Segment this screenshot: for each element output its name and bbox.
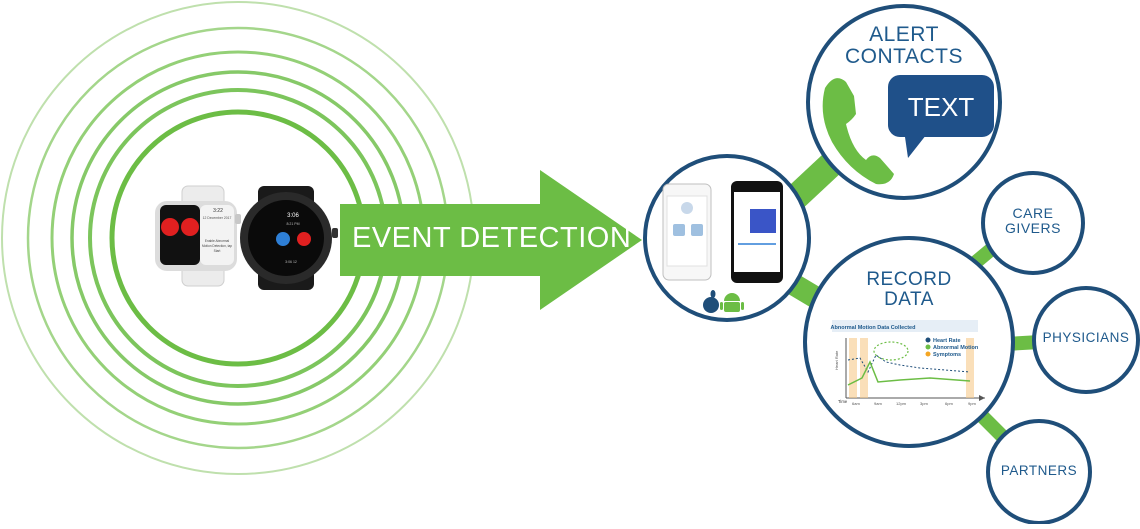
physicians-circle bbox=[1032, 286, 1140, 394]
android-watch-hour: 3:06 bbox=[287, 213, 299, 219]
chart-title-bar bbox=[832, 320, 978, 332]
record-data-title-line1: RECORD bbox=[866, 269, 952, 290]
chart-tick: 12pm bbox=[896, 401, 907, 406]
svg-text: TEXT 3:22 12 December 2017 Enable Abnorm… bbox=[202, 92, 979, 406]
chart-y-label: Heart Rate bbox=[834, 350, 839, 370]
apple-watch bbox=[155, 185, 241, 287]
chart-tick: 6am bbox=[852, 401, 860, 406]
motion-highlight bbox=[873, 341, 909, 361]
event-detection-arrow bbox=[340, 170, 642, 310]
chart-tick: 9am bbox=[874, 401, 882, 406]
care-givers-label: CARE GIVERS bbox=[993, 206, 1073, 235]
text-bubble-label: TEXT bbox=[908, 92, 975, 122]
legend-symptoms: Symptoms bbox=[933, 352, 961, 358]
android-phone bbox=[731, 181, 783, 283]
legend-dot-symptoms bbox=[925, 351, 931, 357]
chart-x-label: Time bbox=[838, 399, 848, 404]
record-data-title: RECORD DATA bbox=[848, 270, 970, 310]
apple-watch-date: 12 December 2017 bbox=[203, 216, 232, 220]
chart-tick: 6pm bbox=[945, 401, 953, 406]
phone-icon bbox=[822, 78, 894, 185]
apple-icon bbox=[703, 290, 719, 313]
legend-heart-rate: Heart Rate bbox=[933, 338, 961, 344]
legend-abnormal-motion: Abnormal Motion bbox=[933, 345, 979, 351]
record-data-title-line2: DATA bbox=[884, 288, 934, 310]
text-bubble bbox=[888, 75, 994, 158]
apple-watch-time: 3:22 bbox=[213, 208, 223, 214]
physicians-label: PHYSICIANS bbox=[1042, 330, 1130, 345]
chart-tick: 9pm bbox=[968, 401, 976, 406]
partners-circle bbox=[986, 419, 1092, 525]
apple-watch-notice-3: Start bbox=[214, 249, 221, 253]
abnormal-motion-line bbox=[847, 360, 971, 386]
symptom-band bbox=[966, 338, 974, 398]
symptom-band bbox=[849, 338, 857, 398]
android-icon bbox=[720, 293, 744, 312]
android-watch bbox=[240, 186, 338, 290]
alert-contacts-title-line1: ALERT bbox=[869, 23, 939, 46]
android-watch-bottom: 3:06 12 bbox=[285, 260, 297, 264]
care-givers-circle bbox=[981, 171, 1085, 275]
alert-contacts-title: ALERT CONTACTS bbox=[844, 23, 964, 69]
android-watch-sub: 8:21 PM bbox=[286, 222, 299, 226]
heart-rate-line bbox=[847, 354, 971, 374]
apple-watch-notice-1: Enable Abnormal bbox=[205, 239, 230, 243]
legend-dot-heart-rate bbox=[925, 337, 931, 343]
partners-label: PARTNERS bbox=[1000, 463, 1078, 478]
chart-tick: 3pm bbox=[920, 401, 928, 406]
chart-title: Abnormal Motion Data Collected bbox=[831, 325, 916, 331]
event-detection-label: EVENT DETECTION bbox=[352, 222, 632, 254]
mini-chart bbox=[832, 320, 985, 401]
iphone bbox=[662, 183, 712, 281]
care-givers-line2: GIVERS bbox=[1005, 219, 1061, 236]
legend-dot-abnormal-motion bbox=[925, 344, 931, 350]
alert-contacts-title-line2: CONTACTS bbox=[845, 45, 963, 69]
symptom-band bbox=[860, 338, 868, 398]
apple-watch-notice-2: Motion Detection, tap bbox=[202, 244, 232, 248]
care-givers-line1: CARE bbox=[1012, 205, 1054, 221]
